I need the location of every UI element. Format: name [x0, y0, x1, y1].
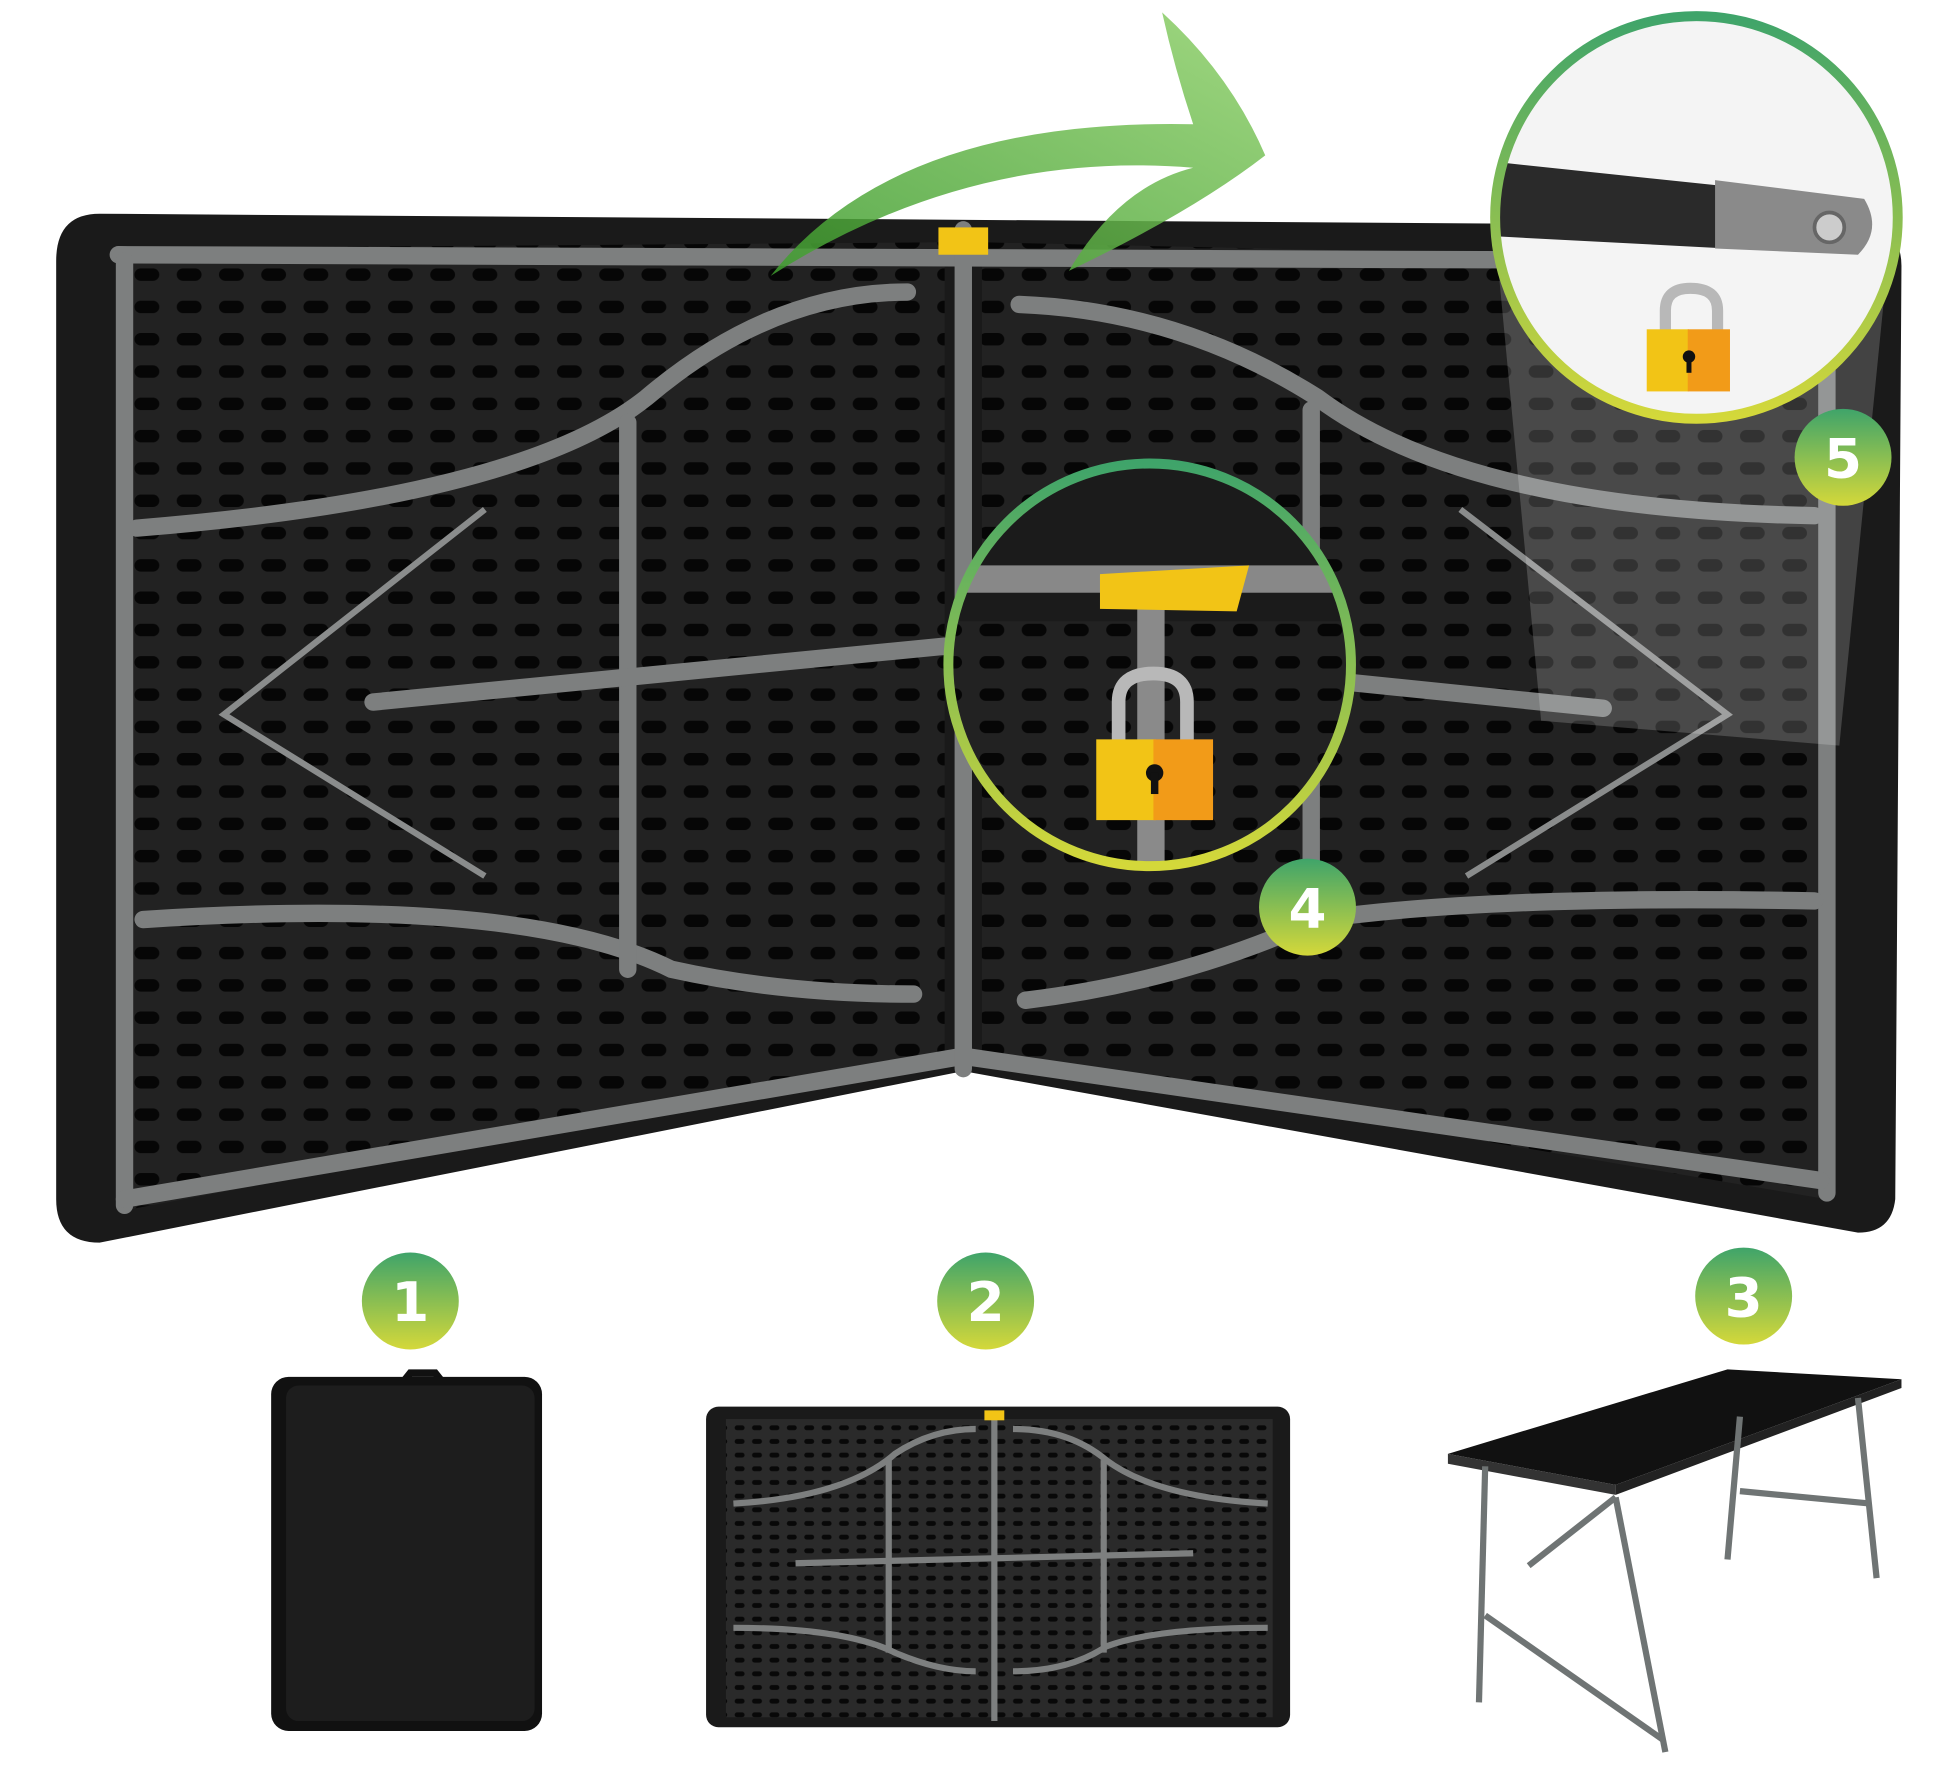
- folded-table-image: [271, 1369, 543, 1731]
- hinge-lock: [938, 227, 989, 255]
- fold-arrow-icon: [770, 12, 1266, 276]
- step-badge-3: 3: [1695, 1247, 1793, 1345]
- step-badge-2: 2: [937, 1252, 1035, 1350]
- open-table-underside-image: [706, 1406, 1291, 1728]
- leg-lock-inset: [1490, 11, 1903, 424]
- standing-table-image: [1447, 1369, 1902, 1753]
- table-underside: [56, 213, 1902, 1243]
- badge-number: 1: [391, 1270, 429, 1334]
- hinge-lock-inset: [943, 458, 1356, 872]
- badge-number: 4: [1288, 876, 1326, 940]
- badge-number: 5: [1824, 427, 1862, 491]
- step-badge-1: 1: [361, 1252, 459, 1350]
- step-badge-4: 4: [1259, 858, 1356, 956]
- lock-icon: [1646, 282, 1730, 392]
- step-badge-5: 5: [1794, 408, 1892, 506]
- badge-number: 2: [967, 1270, 1005, 1334]
- badge-number: 3: [1725, 1265, 1763, 1329]
- lock-icon: [1096, 666, 1214, 821]
